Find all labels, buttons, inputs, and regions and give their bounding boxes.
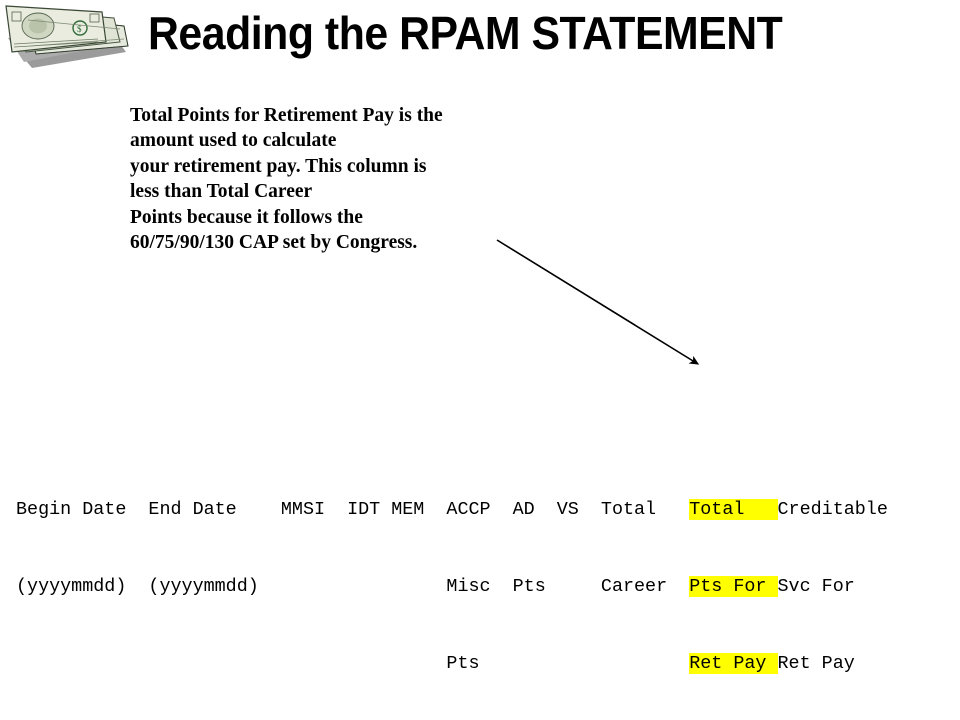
header-row-2-left: (yyyymmdd) (yyyymmdd) Misc Pts Career xyxy=(16,575,690,597)
header-row-1-highlight[interactable]: Total xyxy=(689,498,778,520)
header-row-2-tail: Svc For xyxy=(777,575,855,597)
header-row-3-highlight[interactable]: Ret Pay xyxy=(689,652,778,674)
table-header: Begin Date End Date MMSI IDT MEM ACCP AD… xyxy=(16,446,888,720)
svg-text:$: $ xyxy=(77,24,82,34)
header-row-1-left: Begin Date End Date MMSI IDT MEM ACCP AD… xyxy=(16,498,690,520)
header-row-1: Begin Date End Date MMSI IDT MEM ACCP AD… xyxy=(16,497,888,523)
body-line-5: Points because it follows the xyxy=(130,206,363,228)
money-stack-icon: $ xyxy=(5,5,129,68)
body-line-4: less than Total Career xyxy=(130,181,313,203)
header-row-3: Pts Ret Pay Ret Pay xyxy=(16,651,888,677)
header-row-1-tail: Creditable xyxy=(777,498,888,520)
page-title: Reading the RPAM STATEMENT xyxy=(148,7,783,59)
explanatory-text: Total Points for Retirement Pay is the a… xyxy=(130,103,560,255)
header-row-2: (yyyymmdd) (yyyymmdd) Misc Pts Career Pt… xyxy=(16,574,888,600)
body-line-6: 60/75/90/130 CAP set by Congress. xyxy=(130,232,418,254)
body-line-2: amount used to calculate xyxy=(130,130,337,152)
header-row-3-tail: Ret Pay xyxy=(777,652,855,674)
header-row-3-left: Pts xyxy=(16,652,690,674)
header-row-2-highlight[interactable]: Pts For xyxy=(689,575,778,597)
rpam-statement-table: Begin Date End Date MMSI IDT MEM ACCP AD… xyxy=(16,369,888,720)
body-line-3: your retirement pay. This column is xyxy=(130,155,427,177)
callout-arrow-icon xyxy=(496,239,700,365)
body-line-1: Total Points for Retirement Pay is the xyxy=(130,105,443,126)
